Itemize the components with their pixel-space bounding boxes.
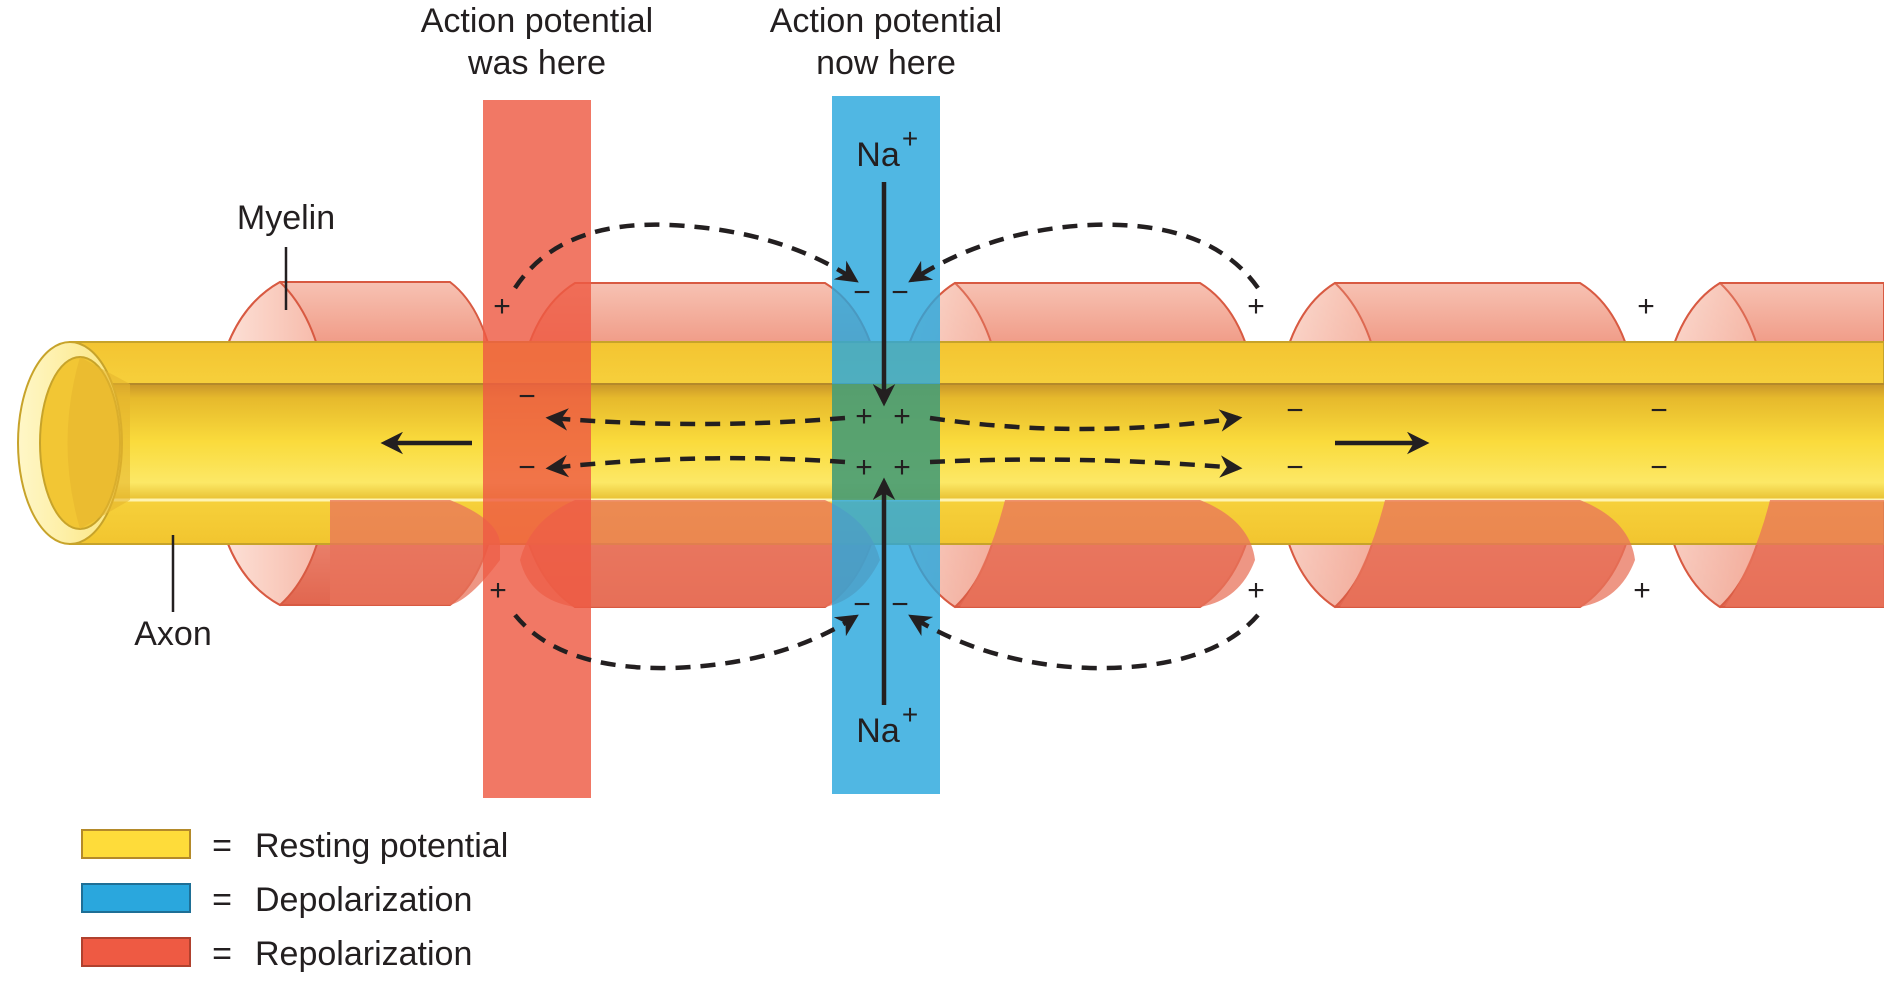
svg-text:+: + [902,699,918,730]
svg-text:now here: now here [816,44,956,82]
plus-sign: + [1637,290,1655,323]
svg-text:Repolarization: Repolarization [255,935,472,973]
plus-sign: + [1247,574,1265,607]
minus-sign: − [518,451,536,484]
current-loop-bottom-right [908,613,1260,671]
minus-sign: − [1286,451,1304,484]
svg-text:Na: Na [856,136,900,174]
label-ap-was-here: Action potential was here [421,2,654,82]
plus-sign: + [893,400,911,433]
local-current-left-upper [545,408,846,431]
plus-sign: + [893,451,911,484]
svg-text:=: = [212,881,232,919]
plus-sign: + [855,400,873,433]
svg-text:Action potential: Action potential [770,2,1003,40]
current-loop-top-left [513,222,859,290]
myelin-front-overlays [330,500,1884,607]
svg-text:Depolarization: Depolarization [255,881,472,919]
label-myelin: Myelin [237,199,335,237]
legend-item-resting: = Resting potential [81,827,508,865]
minus-sign: − [891,588,909,621]
plus-sign: + [489,574,507,607]
minus-sign: − [853,276,871,309]
plus-sign: + [1633,574,1651,607]
svg-text:+: + [902,123,918,154]
svg-text:Resting potential: Resting potential [255,827,508,865]
minus-sign: − [1650,451,1668,484]
local-current-right-upper [929,409,1243,432]
svg-text:Na: Na [856,712,900,750]
minus-sign: − [1650,394,1668,427]
legend: = Resting potential = Depolarization = R… [81,827,508,973]
minus-sign: − [891,276,909,309]
repolarization-band [483,100,591,798]
current-loop-top-right [908,222,1260,290]
local-current-left-lower [545,454,846,478]
local-current-right-lower [929,455,1243,478]
current-loop-bottom-left [513,613,859,671]
charge-signs: + − − + − − − − + + + + + − − + + − − + [489,276,1668,621]
plus-sign: + [1247,290,1265,323]
svg-text:Action potential: Action potential [421,2,654,40]
legend-item-depolarization: = Depolarization [81,881,472,919]
sodium-label-top: Na + [856,123,918,174]
plus-sign: + [855,451,873,484]
minus-sign: − [1286,394,1304,427]
svg-text:=: = [212,935,232,973]
svg-text:=: = [212,827,232,865]
svg-text:was here: was here [467,44,606,82]
label-axon: Axon [134,615,212,653]
label-ap-now-here: Action potential now here [770,2,1003,82]
plus-sign: + [493,290,511,323]
legend-item-repolarization: = Repolarization [81,935,472,973]
sodium-label-bottom: Na + [856,699,918,750]
minus-sign: − [853,588,871,621]
minus-sign: − [518,380,536,413]
